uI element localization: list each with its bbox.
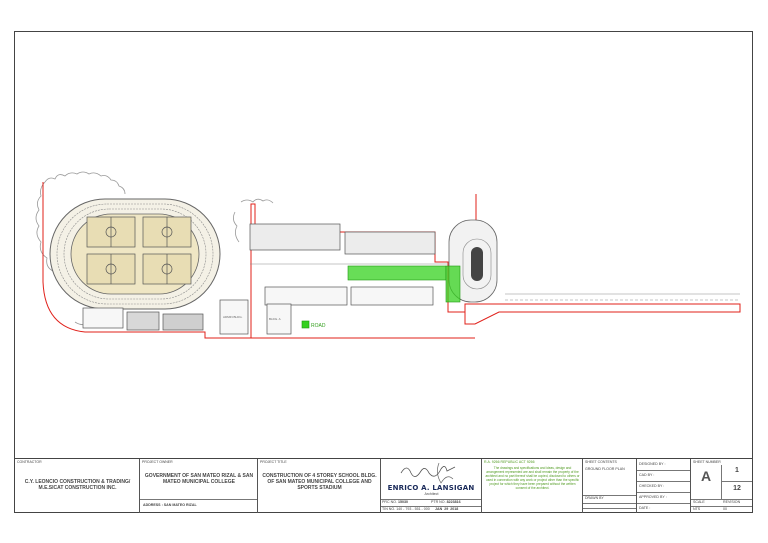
drawing-sheet: ROAD ADMIN BLDG. BLDG. A Contractor C.Y.… bbox=[14, 31, 753, 513]
date-year: 2018 bbox=[450, 507, 459, 511]
checked-by-label: CHECKED BY : bbox=[639, 484, 665, 488]
project-title: CONSTRUCTION OF 4 STOREY SCHOOL BLDG. OF… bbox=[262, 473, 377, 491]
ra-text: The drawings and specifications and idea… bbox=[485, 466, 580, 490]
basketball-courts bbox=[86, 216, 192, 285]
road-highlight bbox=[347, 265, 461, 303]
sheet-no: 1 bbox=[735, 467, 739, 474]
date-day: 29 bbox=[444, 507, 449, 511]
legend-label: ROAD bbox=[311, 323, 326, 329]
signature-image bbox=[400, 462, 456, 484]
stadium-oval bbox=[448, 219, 498, 303]
project-cell: Project Title CONSTRUCTION OF 4 STOREY S… bbox=[258, 459, 381, 513]
stamp-cell: DESIGNED BY : CAD BY : CHECKED BY : APPR… bbox=[637, 459, 691, 513]
prc-label: PRC NO. bbox=[382, 500, 397, 504]
ra-cell: R.A. 9266 REPUBLIC ACT 9266 The drawings… bbox=[482, 459, 583, 513]
contractor-cell: Contractor C.Y. LEONCIO CONSTRUCTION & T… bbox=[15, 459, 140, 513]
sheet-total: 12 bbox=[733, 485, 741, 492]
building-label-admin: ADMIN BLDG. bbox=[223, 315, 243, 319]
sheet-contents: GROUND FLOOR PLAN bbox=[585, 467, 625, 471]
ptr-no: 8223816 bbox=[446, 500, 461, 504]
ptr-label: PTR NO. bbox=[431, 500, 446, 504]
access-road bbox=[250, 263, 740, 301]
tin-label: TIN NO. bbox=[382, 507, 396, 511]
building-label-a: BLDG. A bbox=[269, 317, 281, 321]
sheet-number-cell: Sheet Number A 1 12 SCALE REVISION NTS 0… bbox=[691, 459, 752, 513]
prc-no: 15030 bbox=[397, 500, 408, 504]
owner-name: GOVERNMENT OF SAN MATEO RIZAL & SAN MATE… bbox=[144, 473, 254, 485]
sheet-letter: A bbox=[700, 468, 712, 484]
legend bbox=[301, 320, 310, 329]
engineer-cell: ENRICO A. LANSIGAN Architect PRC NO. 150… bbox=[381, 459, 482, 513]
boundary-line bbox=[42, 182, 741, 339]
date-month: JAN bbox=[435, 507, 443, 511]
approved-by-label: APPROVED BY : bbox=[639, 495, 667, 499]
date-label: DATE : bbox=[639, 506, 651, 510]
scale-label: SCALE bbox=[693, 500, 705, 504]
contractor-name: C.Y. LEONCIO CONSTRUCTION & TRADING/ M.E… bbox=[24, 479, 131, 491]
engineer-sub: Architect bbox=[424, 492, 439, 496]
revision-label: REVISION bbox=[723, 500, 741, 504]
sheet-contents-cell: Sheet Contents GROUND FLOOR PLAN Drawn b… bbox=[583, 459, 637, 513]
owner-address: ADDRESS : SAN MATEO RIZAL bbox=[143, 503, 197, 507]
designed-by-label: DESIGNED BY : bbox=[639, 462, 666, 466]
cad-by-label: CAD BY : bbox=[639, 473, 655, 477]
engineer-name: ENRICO A. LANSIGAN bbox=[387, 484, 475, 492]
revision-value: 00 bbox=[723, 507, 727, 511]
site-plan: ROAD ADMIN BLDG. BLDG. A bbox=[35, 171, 741, 339]
scale-value: NTS bbox=[693, 507, 701, 511]
tin-no: 140 - 793 - 551 - 000 bbox=[396, 507, 430, 511]
owner-cell: Project Owner GOVERNMENT OF SAN MATEO RI… bbox=[140, 459, 258, 513]
title-block: Contractor C.Y. LEONCIO CONSTRUCTION & T… bbox=[15, 458, 752, 513]
buildings bbox=[82, 223, 436, 335]
